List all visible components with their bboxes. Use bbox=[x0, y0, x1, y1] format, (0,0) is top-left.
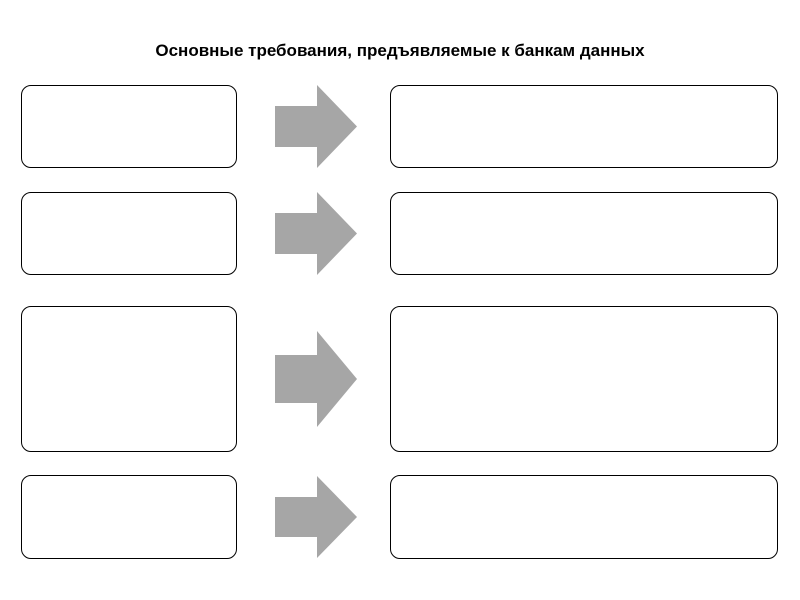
left-box-4 bbox=[21, 475, 237, 559]
right-box-3 bbox=[390, 306, 778, 452]
arrow-right-icon-4 bbox=[275, 476, 357, 558]
left-box-3 bbox=[21, 306, 237, 452]
left-box-4-text bbox=[22, 476, 236, 558]
right-box-3-text bbox=[391, 307, 777, 451]
left-box-1 bbox=[21, 85, 237, 168]
left-box-3-text bbox=[22, 307, 236, 451]
arrow-right-icon-3 bbox=[275, 331, 357, 427]
right-box-2-text bbox=[391, 193, 777, 274]
right-box-1 bbox=[390, 85, 778, 168]
diagram-title: Основные требования, предъявляемые к бан… bbox=[155, 41, 645, 60]
right-box-2 bbox=[390, 192, 778, 275]
right-box-4 bbox=[390, 475, 778, 559]
left-box-2 bbox=[21, 192, 237, 275]
right-box-4-text bbox=[391, 476, 777, 558]
right-box-1-text bbox=[391, 86, 777, 167]
arrow-right-icon-2 bbox=[275, 192, 357, 275]
arrow-right-icon-1 bbox=[275, 85, 357, 168]
left-box-2-text bbox=[22, 193, 236, 274]
left-box-1-text bbox=[22, 86, 236, 167]
